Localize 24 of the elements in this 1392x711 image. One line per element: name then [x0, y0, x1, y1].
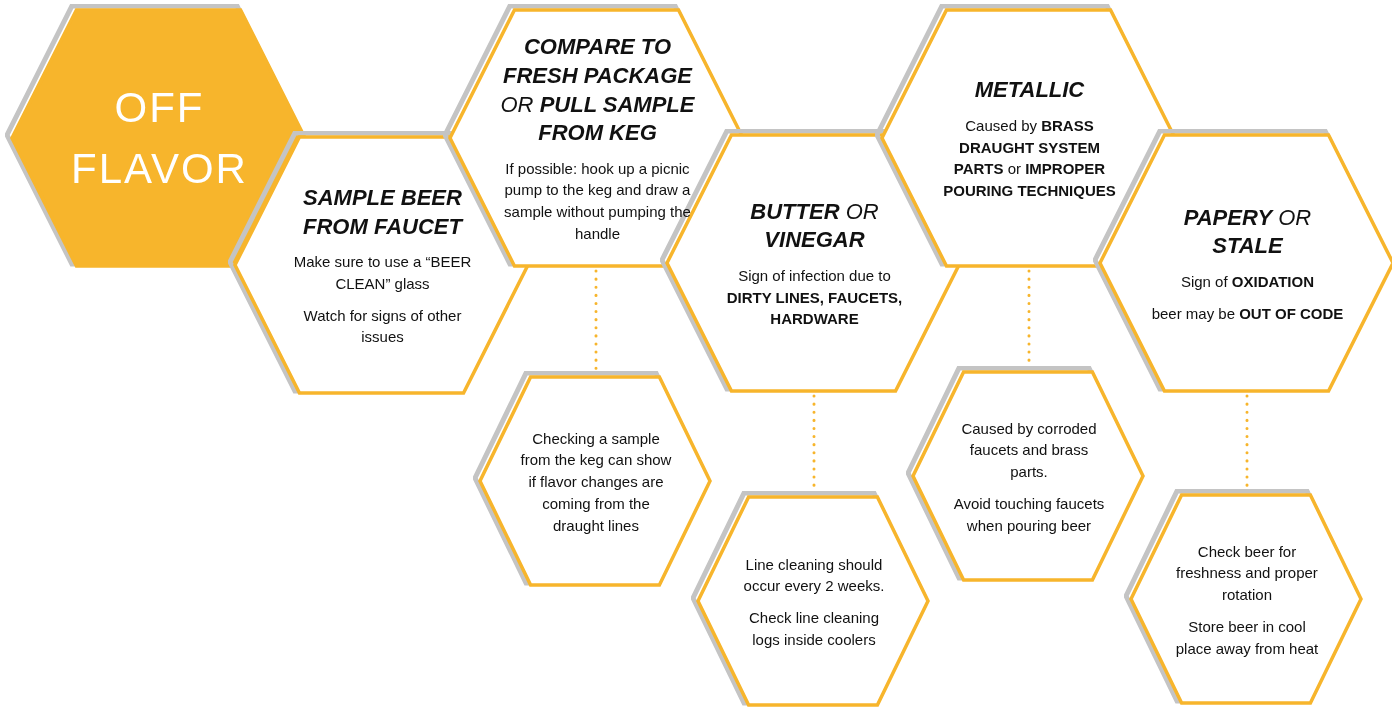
- hexagon-text: Line cleaning should occur every 2 weeks.: [742, 554, 886, 597]
- hexagon-text: Check beer for freshness and proper rotation: [1175, 541, 1319, 606]
- hexagon-title: COMPARE TO FRESH PACKAGE OR PULL SAMPLE FROM KEG: [500, 33, 695, 148]
- hexagon-text: Avoid touching faucets when pouring beer: [952, 493, 1106, 536]
- hexagon-text: Sign of OXIDATION: [1180, 271, 1315, 292]
- hexagon-title: BUTTER OR VINEGAR: [749, 197, 880, 255]
- hexagon-text: Caused by BRASS DRAUGHT SYSTEM PARTS or IMPROPER POURING TECHNIQUES: [942, 115, 1117, 202]
- hexagon-card: [473, 371, 712, 587]
- hexagon-card: [691, 491, 930, 707]
- hexagon-text: Check line cleaning logs inside coolers: [747, 608, 881, 650]
- hexagon-title: OFF FLAVOR: [70, 83, 249, 194]
- hexagon-text: Store beer in cool place away from heat: [1174, 616, 1320, 659]
- hexagon-card: [1124, 489, 1363, 705]
- hexagon-text: Make sure to use a “BEER CLEAN” glass: [292, 252, 473, 294]
- hexagon-text: Checking a sample from the keg can show if flavor changes are coming from the draught lines: [519, 428, 673, 536]
- hexagon-text: Caused by corroded faucets and brass parts.: [960, 418, 1098, 483]
- hexagon-text: Sign of infection due to DIRTY LINES, FAUCETS, HARDWARE: [725, 265, 904, 330]
- hexagon-title: METALLIC: [974, 76, 1085, 105]
- hexagon-text: If possible: hook up a picnic pump to the keg and draw a sample without pumping the handle: [503, 158, 692, 244]
- hexagon-text: Watch for signs of other issues: [302, 305, 463, 348]
- hexagon-text: beer may be OUT OF CODE: [1151, 303, 1344, 324]
- hexagon-card: [906, 366, 1145, 582]
- hexagon-title: PAPERY OR STALE: [1182, 203, 1313, 261]
- hexagon-title: SAMPLE BEER FROM FAUCET: [302, 183, 465, 241]
